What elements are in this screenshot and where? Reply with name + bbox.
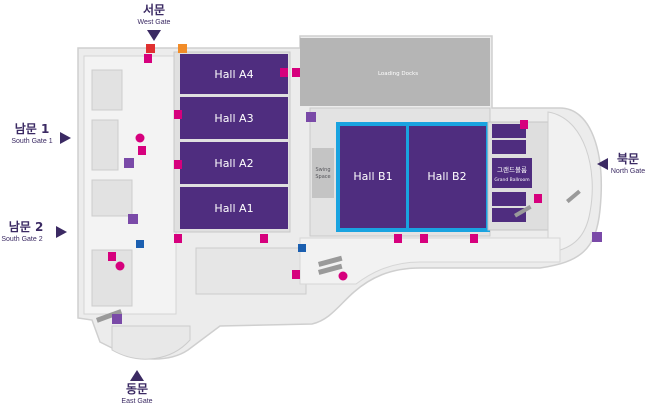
south-gate-1-arrow[interactable]: [60, 132, 71, 144]
restroom-icon: [174, 234, 182, 243]
loading-docks: [300, 38, 490, 106]
hall-a4-label: Hall A4: [214, 68, 253, 81]
parking-icons: [112, 112, 602, 324]
north-gate-sub: North Gate: [611, 168, 645, 175]
north-lobby: [547, 111, 593, 253]
north-gate-label: 북문: [617, 152, 639, 166]
hall-a2-label: Hall A2: [214, 157, 253, 170]
ballroom-room[interactable]: [492, 140, 526, 154]
swing-space-label-1: Swing: [316, 167, 331, 173]
parking-icon: [306, 112, 316, 122]
hall-a3[interactable]: [180, 97, 288, 139]
room: [91, 119, 119, 171]
hall-a1[interactable]: [180, 187, 288, 229]
south-gate-2-sub: South Gate 2: [1, 236, 42, 243]
restroom-icon: [138, 146, 146, 155]
east-gate-label: 동문: [126, 382, 148, 396]
restroom-icon: [292, 68, 300, 77]
room: [91, 69, 123, 111]
grand-ballroom[interactable]: [492, 158, 532, 188]
restroom-icon: [520, 120, 528, 129]
east-gate-arrow[interactable]: [130, 370, 144, 381]
south-gate-2-label: 남문 2: [9, 219, 44, 234]
hall-a2[interactable]: [180, 142, 288, 184]
info-icon: [115, 261, 125, 271]
elevator-icon: [178, 44, 187, 53]
west-gate-label: 서문: [143, 2, 165, 17]
south-gate-1-sub: South Gate 1: [11, 138, 52, 145]
ballroom-ko-label: 그랜드볼룸: [497, 165, 527, 174]
restroom-icon: [174, 160, 182, 169]
ballroom-room[interactable]: [492, 208, 526, 222]
south-gate-2-arrow[interactable]: [56, 226, 67, 238]
ballroom-en-label: Grand Ballroom: [494, 177, 529, 183]
ballroom-room[interactable]: [492, 192, 526, 206]
hall-a3-label: Hall A3: [214, 112, 253, 125]
hall-b2[interactable]: [409, 126, 486, 228]
hall-b2-label: Hall B2: [427, 170, 466, 183]
north-gate-arrow[interactable]: [597, 158, 608, 170]
accessible-icons: [136, 240, 306, 252]
info-icons: [115, 133, 348, 281]
hall-a1-label: Hall A1: [214, 202, 253, 215]
parking-icon: [124, 158, 134, 168]
swing-space: [312, 148, 334, 198]
loading-docks-label: Loading Docks: [378, 71, 418, 77]
hall-a4[interactable]: [180, 54, 288, 94]
east-entrance-plaza: [111, 325, 191, 360]
restroom-icon: [260, 234, 268, 243]
hall-b1-label: Hall B1: [353, 170, 392, 183]
ballroom-room[interactable]: [492, 124, 526, 138]
room: [91, 179, 133, 217]
restroom-icon: [174, 110, 182, 119]
restroom-icon: [420, 234, 428, 243]
restroom-icon: [292, 270, 300, 279]
west-gate-arrow[interactable]: [147, 30, 161, 41]
parking-icon: [128, 214, 138, 224]
restroom-icon: [534, 194, 542, 203]
south-corridor: [299, 237, 561, 285]
restroom-icon: [470, 234, 478, 243]
restroom-icon: [280, 68, 288, 77]
first-aid-icon: [146, 44, 155, 53]
restroom-icon: [108, 252, 116, 261]
south-gate-1-label: 남문 1: [15, 121, 50, 136]
east-gate-sub: East Gate: [121, 398, 152, 405]
accessible-icon: [298, 244, 306, 252]
escalators: [95, 189, 581, 323]
restroom-icon: [394, 234, 402, 243]
west-gate-sub: West Gate: [138, 19, 171, 26]
info-icon: [338, 271, 348, 281]
restroom-icons: [108, 54, 542, 279]
restroom-icon: [144, 54, 152, 63]
parking-icon: [592, 232, 602, 242]
hall-b1[interactable]: [340, 126, 406, 228]
info-icon: [135, 133, 145, 143]
parking-icon: [112, 314, 122, 324]
accessible-icon: [136, 240, 144, 248]
swing-space-label-2: Space: [315, 174, 330, 180]
lobby-room: [195, 247, 307, 295]
